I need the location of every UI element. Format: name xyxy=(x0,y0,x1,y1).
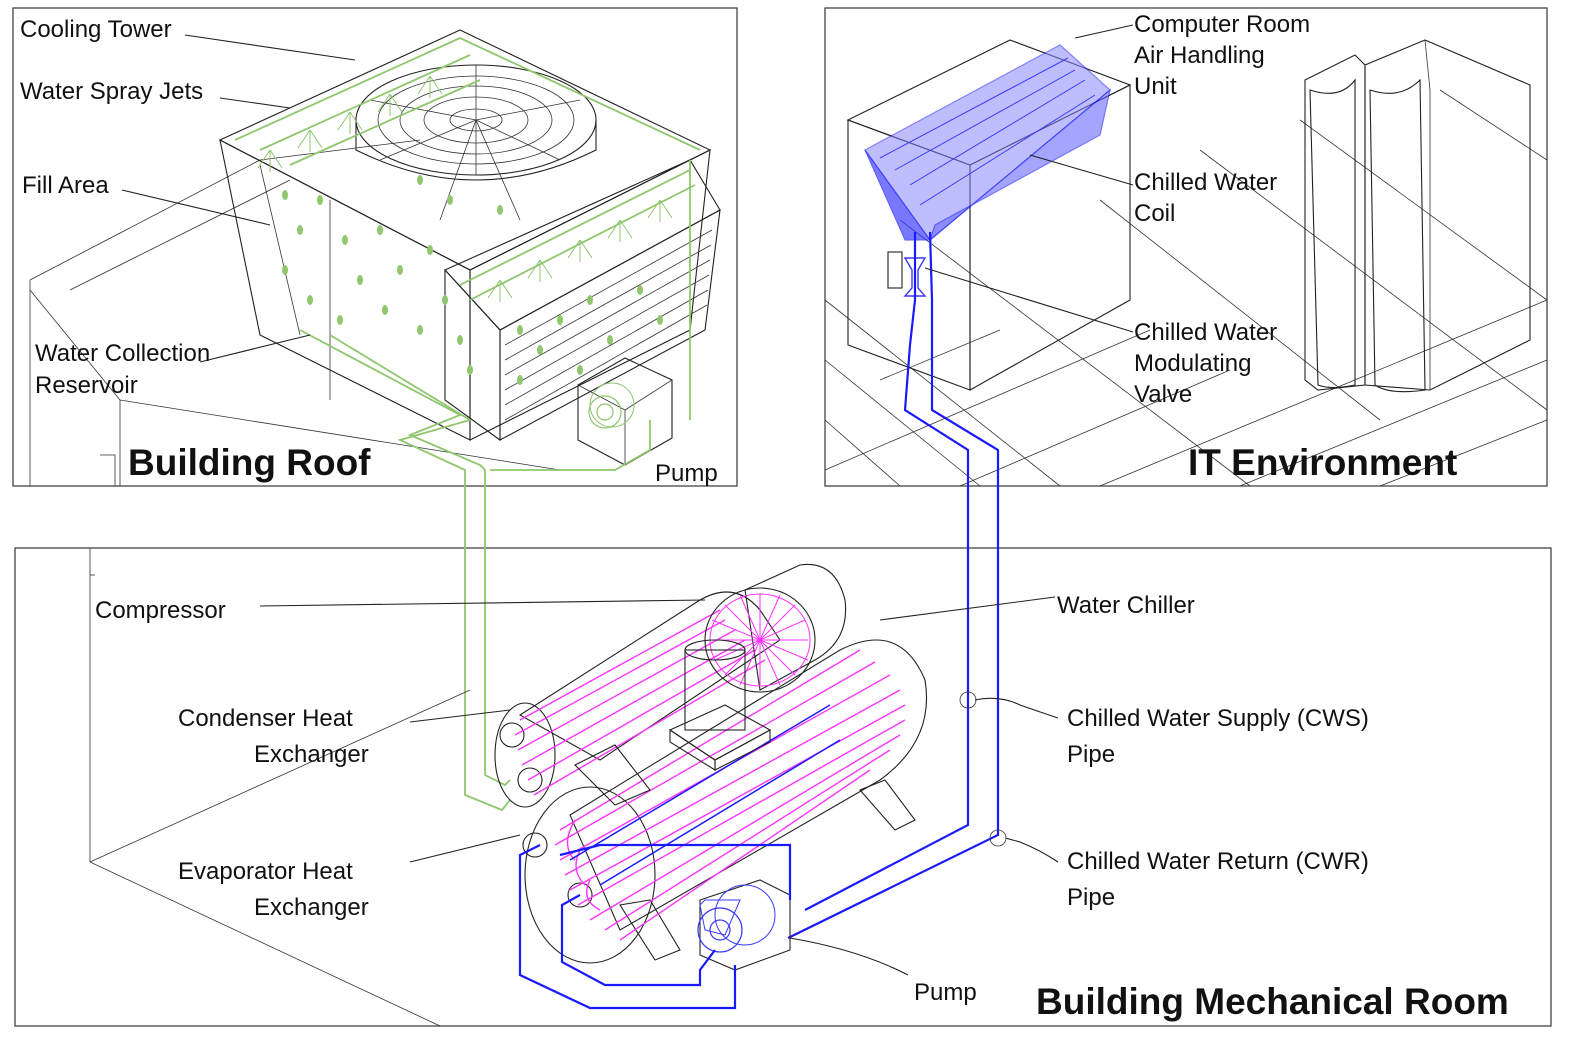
panel-title-it: IT Environment xyxy=(1188,442,1457,483)
label-cws-1: Chilled Water Supply (CWS) xyxy=(1067,705,1369,732)
panel-title-roof: Building Roof xyxy=(128,442,371,483)
label-crah-2: Air Handling xyxy=(1134,42,1265,69)
label-chilled-coil-1: Chilled Water xyxy=(1134,169,1277,196)
label-crah-1: Computer Room xyxy=(1134,11,1310,38)
label-evaporator-1: Evaporator Heat xyxy=(178,858,353,885)
label-water-spray-jets: Water Spray Jets xyxy=(20,78,203,105)
label-water-collection-1: Water Collection xyxy=(35,340,210,367)
label-fill-area: Fill Area xyxy=(22,172,109,199)
label-cwr-2: Pipe xyxy=(1067,884,1115,911)
label-cooling-tower: Cooling Tower xyxy=(20,16,172,43)
label-water-collection-2: Reservoir xyxy=(35,372,138,399)
label-cwr-1: Chilled Water Return (CWR) xyxy=(1067,848,1369,875)
label-water-chiller: Water Chiller xyxy=(1057,592,1195,619)
panel-title-mechanical: Building Mechanical Room xyxy=(1036,981,1509,1022)
label-pump-roof: Pump xyxy=(655,460,718,487)
label-valve-2: Modulating xyxy=(1134,350,1251,377)
label-pump-mech: Pump xyxy=(914,979,977,1006)
label-evaporator-2: Exchanger xyxy=(254,894,369,921)
mechanical-room-panel xyxy=(15,548,1551,1026)
label-valve-1: Chilled Water xyxy=(1134,319,1277,346)
it-environment-panel xyxy=(825,8,1547,486)
label-compressor: Compressor xyxy=(95,597,226,624)
label-condenser-2: Exchanger xyxy=(254,741,369,768)
label-condenser-1: Condenser Heat xyxy=(178,705,353,732)
label-valve-3: Valve xyxy=(1134,381,1192,408)
label-cws-2: Pipe xyxy=(1067,741,1115,768)
label-chilled-coil-2: Coil xyxy=(1134,200,1175,227)
label-crah-3: Unit xyxy=(1134,73,1177,100)
